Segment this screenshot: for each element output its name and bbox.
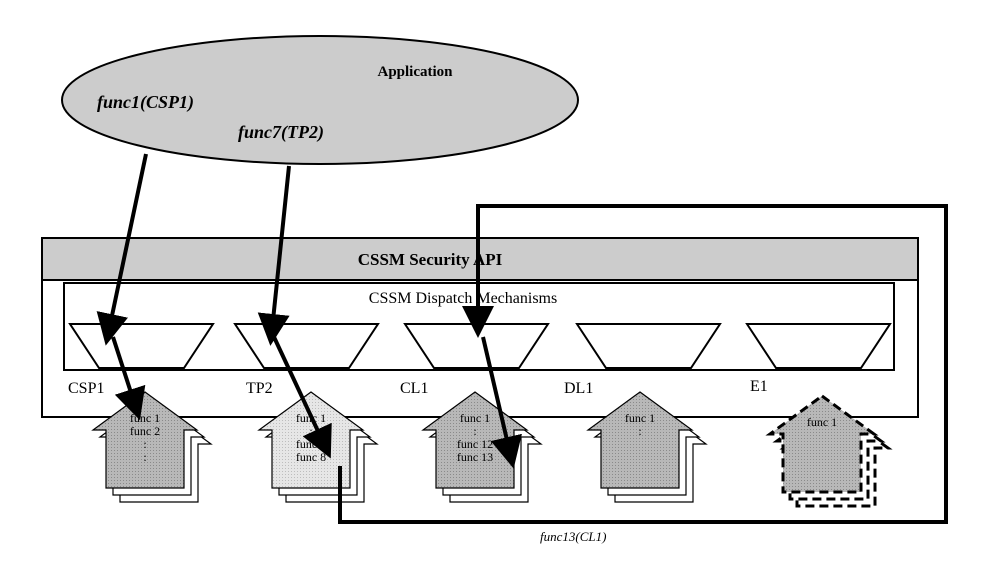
module-label-tp2: TP2 [246, 380, 273, 397]
callback-loop-line [338, 204, 948, 524]
module-house-layer [765, 394, 879, 494]
module-label-csp1: CSP1 [68, 380, 104, 397]
module-func-label: : [143, 437, 146, 451]
dispatch-slot-e1 [745, 323, 892, 369]
arrow-csp1-dispatch-to-module [111, 336, 146, 421]
module-func-label: func 13 [457, 450, 493, 464]
module-func-label: func 2 [130, 424, 160, 438]
module-func-label: func 1 [625, 411, 655, 425]
module-func-label: func 12 [457, 437, 493, 451]
module-stack-e1: func 1 [765, 394, 893, 508]
application-call-1: func1(CSP1) [97, 92, 194, 113]
module-func-label: : [473, 424, 476, 438]
dispatch-slot-cl1 [403, 323, 550, 369]
arrow-tp2-dispatch-to-func7 [272, 336, 332, 459]
module-house-layer [586, 391, 694, 489]
dispatch-mechanisms-label: CSSM Dispatch Mechanisms [369, 290, 557, 307]
arrow-cl1-dispatch-to-func13 [481, 336, 522, 469]
dispatch-slot-dl1 [575, 323, 722, 369]
module-func-label: : [143, 450, 146, 464]
application-title: Application [377, 64, 453, 80]
module-func-label: func 1 [460, 411, 490, 425]
module-func-label: func 1 [130, 411, 160, 425]
module-func-label: func 8 [296, 450, 326, 464]
callback-label: func13(CL1) [540, 529, 606, 544]
module-func-label: func 1 [807, 415, 837, 429]
module-func-label: : [309, 424, 312, 438]
module-stack-dl1: func 1: [586, 391, 708, 503]
module-label-cl1: CL1 [400, 380, 428, 397]
module-func-label: : [638, 424, 641, 438]
module-label-e1: E1 [750, 378, 768, 395]
application-call-2: func7(TP2) [238, 122, 324, 143]
module-label-dl1: DL1 [564, 380, 593, 397]
call-arrows [96, 153, 522, 469]
arrow-app-to-csp1-dispatch [96, 153, 148, 346]
application-ellipse [61, 35, 579, 165]
arrow-app-to-tp2-dispatch [257, 165, 291, 346]
cssm-security-api-label: CSSM Security API [358, 250, 503, 269]
